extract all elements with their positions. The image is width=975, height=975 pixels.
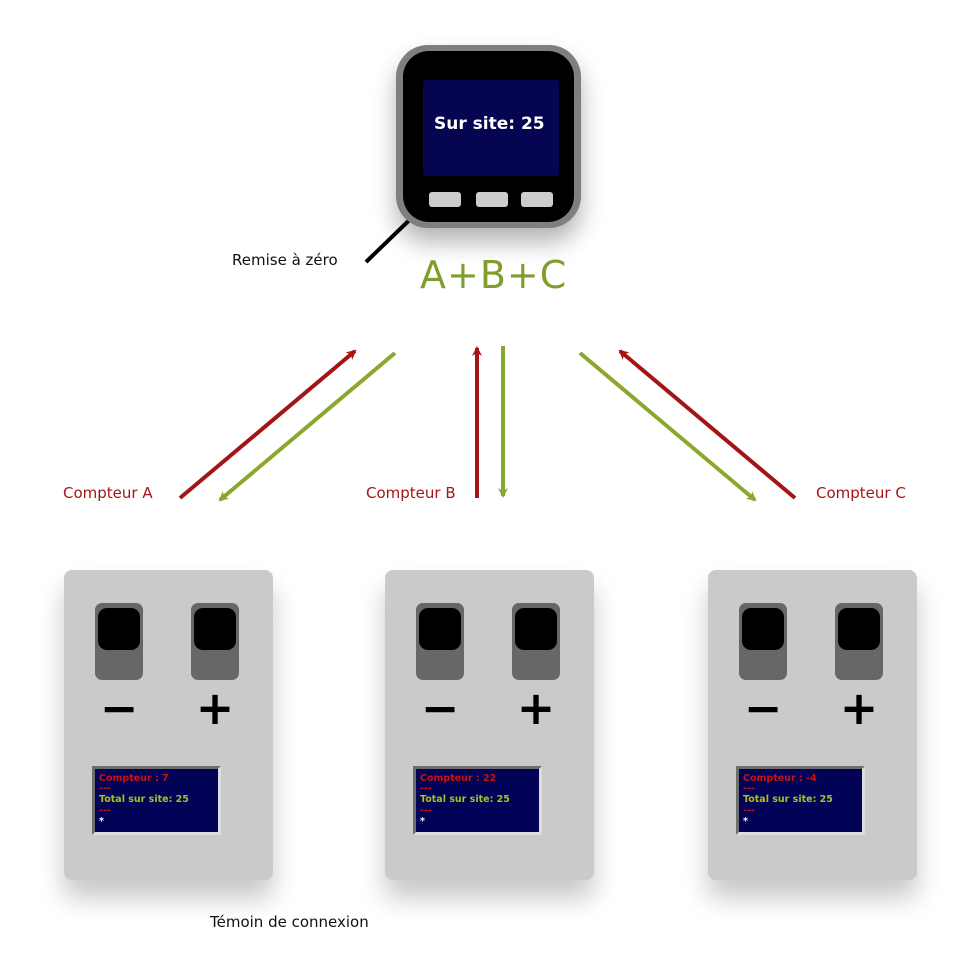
lcd-count: Compteur : -4 <box>743 773 817 784</box>
main-button-3[interactable] <box>521 192 553 207</box>
main-display: Sur site: 25 <box>396 45 581 228</box>
sum-label: A+B+C <box>420 253 568 297</box>
minus-sign: − <box>99 681 139 735</box>
arrow-main-to-a <box>218 351 397 502</box>
minus-switch[interactable] <box>95 603 143 680</box>
switch-knob <box>194 608 236 650</box>
lcd-total: Total sur site: 25 <box>420 794 510 805</box>
plus-sign: + <box>195 681 235 735</box>
minus-switch[interactable] <box>416 603 464 680</box>
lcd-total: Total sur site: 25 <box>99 794 189 805</box>
main-button-2[interactable] <box>476 192 508 207</box>
minus-sign: − <box>743 681 783 735</box>
plus-switch[interactable] <box>191 603 239 680</box>
arrow-a-to-main <box>178 349 357 500</box>
plus-sign: + <box>516 681 556 735</box>
counter-b-label: Compteur B <box>366 484 456 502</box>
counter-device-a: − + Compteur : 7 --- Total sur site: 25 … <box>64 570 273 880</box>
connection-indicator: * <box>743 816 748 827</box>
counter-c-label: Compteur C <box>816 484 906 502</box>
on-site-total: Sur site: 25 <box>434 114 545 134</box>
lcd-total: Total sur site: 25 <box>743 794 833 805</box>
counter-lcd: Compteur : -4 --- Total sur site: 25 ---… <box>736 766 865 835</box>
lcd-count: Compteur : 7 <box>99 773 169 784</box>
arrow-main-to-c <box>578 351 757 502</box>
lcd-separator: --- <box>99 805 111 816</box>
connection-indicator: * <box>99 816 104 827</box>
lcd-separator: --- <box>99 783 111 794</box>
minus-switch[interactable] <box>739 603 787 680</box>
arrow-c-to-main <box>618 349 797 500</box>
switch-knob <box>98 608 140 650</box>
lcd-count: Compteur : 22 <box>420 773 497 784</box>
plus-switch[interactable] <box>512 603 560 680</box>
switch-knob <box>419 608 461 650</box>
connection-indicator-label: Témoin de connexion <box>210 913 369 931</box>
minus-sign: − <box>420 681 460 735</box>
lcd-separator: --- <box>743 783 755 794</box>
counter-lcd: Compteur : 7 --- Total sur site: 25 --- … <box>92 766 221 835</box>
connection-indicator: * <box>420 816 425 827</box>
main-display-screen: Sur site: 25 <box>423 80 559 176</box>
counter-lcd: Compteur : 22 --- Total sur site: 25 ---… <box>413 766 542 835</box>
switch-knob <box>742 608 784 650</box>
plus-sign: + <box>839 681 879 735</box>
counter-device-b: − + Compteur : 22 --- Total sur site: 25… <box>385 570 594 880</box>
lcd-separator: --- <box>420 805 432 816</box>
reset-label: Remise à zéro <box>232 251 338 269</box>
lcd-separator: --- <box>743 805 755 816</box>
lcd-separator: --- <box>420 783 432 794</box>
counter-device-c: − + Compteur : -4 --- Total sur site: 25… <box>708 570 917 880</box>
main-display-bezel: Sur site: 25 <box>403 51 574 222</box>
counter-a-label: Compteur A <box>63 484 153 502</box>
switch-knob <box>838 608 880 650</box>
plus-switch[interactable] <box>835 603 883 680</box>
switch-knob <box>515 608 557 650</box>
reset-button[interactable] <box>429 192 461 207</box>
